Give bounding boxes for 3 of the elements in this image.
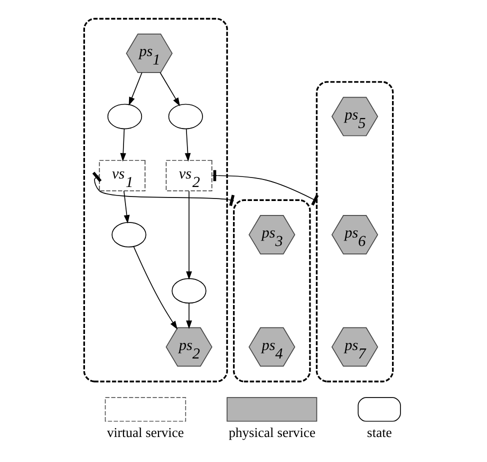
legend-label: virtual service (106, 425, 184, 440)
legend-label: physical service (228, 425, 315, 440)
legend-label: state (366, 425, 392, 440)
